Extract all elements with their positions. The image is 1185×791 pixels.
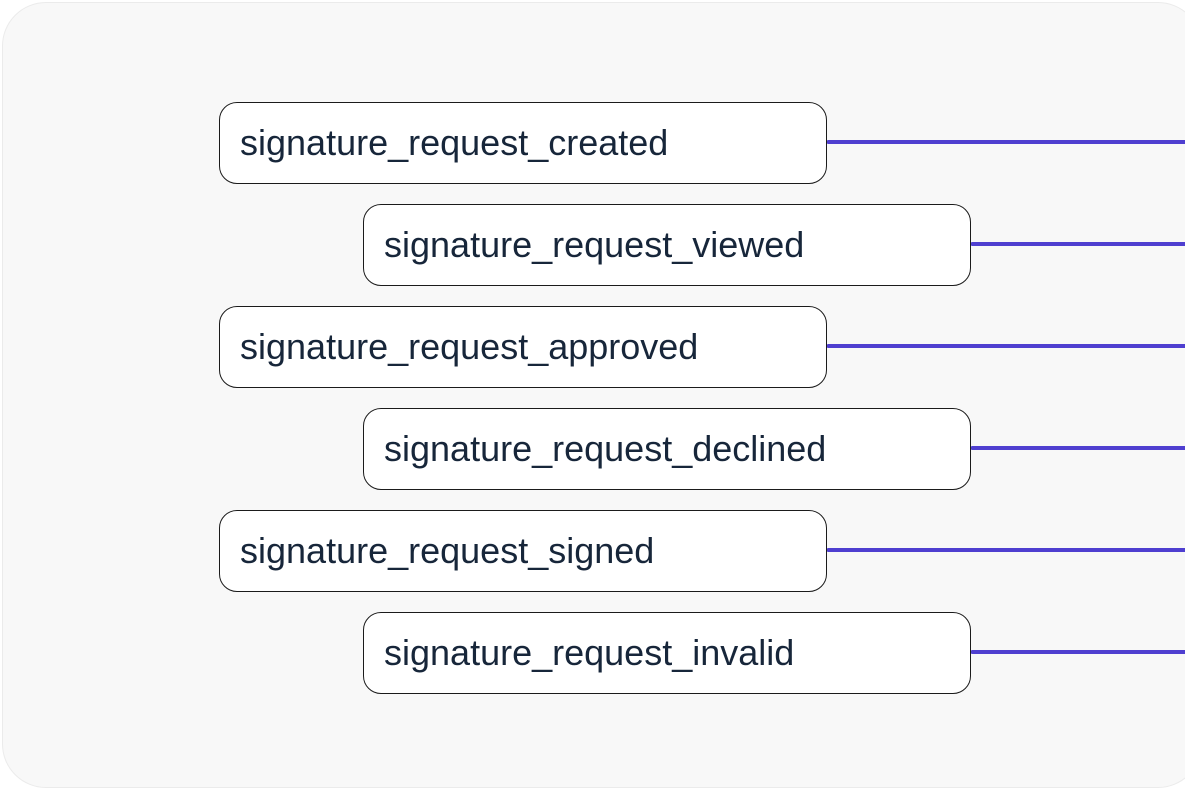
event-connector-line [827,344,1185,348]
event-node-viewed: signature_request_viewed [363,204,971,286]
event-label: signature_request_declined [384,428,827,469]
event-node-declined: signature_request_declined [363,408,971,490]
event-connector-line [971,650,1185,654]
event-connector-line [971,446,1185,450]
event-label: signature_request_invalid [384,632,795,673]
event-label: signature_request_viewed [384,224,805,265]
event-label: signature_request_created [240,122,669,163]
event-node-created: signature_request_created [219,102,827,184]
event-node-approved: signature_request_approved [219,306,827,388]
event-label: signature_request_approved [240,326,699,367]
event-label: signature_request_signed [240,530,655,571]
event-node-invalid: signature_request_invalid [363,612,971,694]
event-node-signed: signature_request_signed [219,510,827,592]
event-connector-line [827,548,1185,552]
event-connector-line [971,242,1185,246]
event-connector-line [827,140,1185,144]
